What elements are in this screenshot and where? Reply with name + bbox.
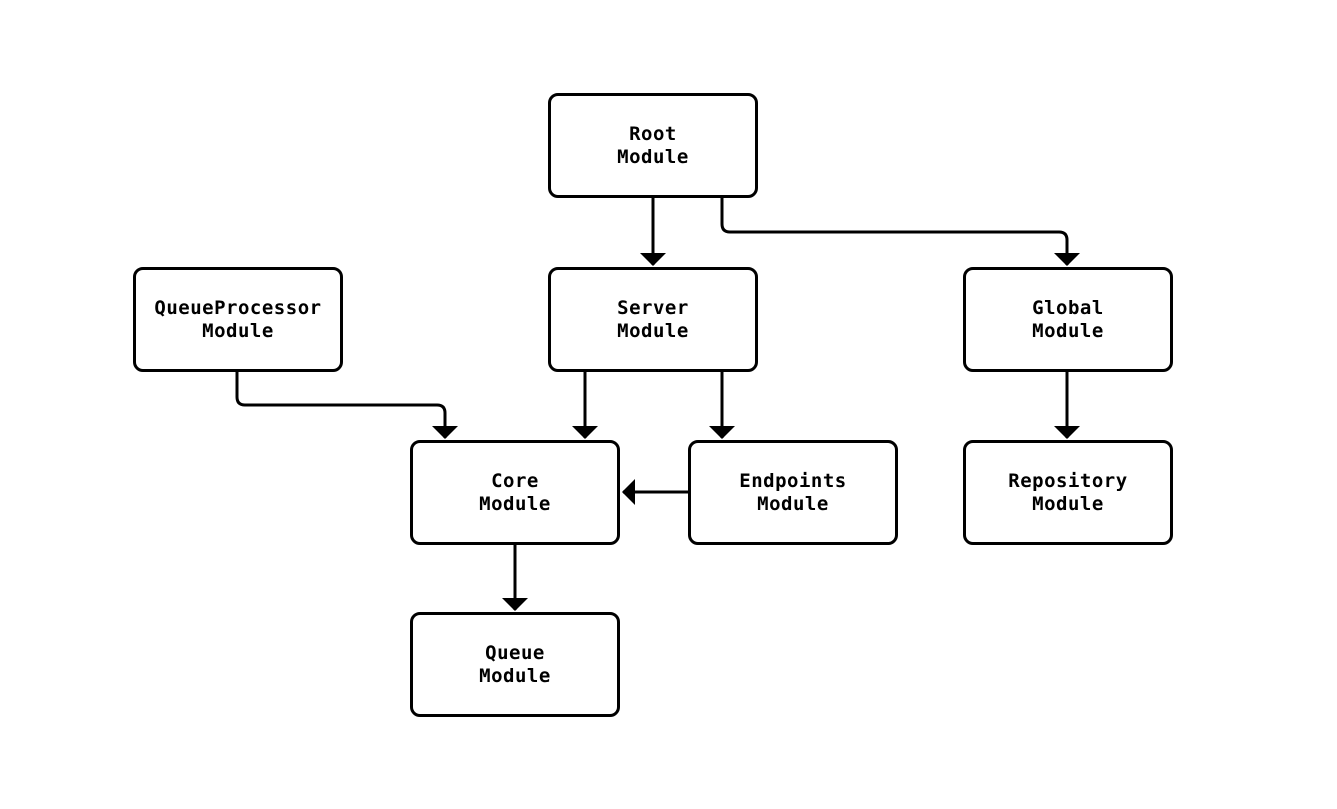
node-label: Endpoints Module — [739, 469, 847, 515]
node-root-module: Root Module — [548, 93, 758, 198]
node-label: Server Module — [617, 296, 689, 342]
node-label: Global Module — [1032, 296, 1104, 342]
edge-queueprocessor-to-core — [235, 371, 458, 439]
node-label: QueueProcessor Module — [154, 296, 322, 342]
node-server-module: Server Module — [548, 267, 758, 372]
node-endpoints-module: Endpoints Module — [688, 440, 898, 545]
node-label: Queue Module — [479, 641, 551, 687]
node-queueprocessor-module: QueueProcessor Module — [133, 267, 343, 372]
node-label: Root Module — [617, 122, 689, 168]
node-global-module: Global Module — [963, 267, 1173, 372]
node-queue-module: Queue Module — [410, 612, 620, 717]
node-label: Core Module — [479, 469, 551, 515]
edge-root-to-global — [720, 197, 1080, 266]
node-label: Repository Module — [1008, 469, 1128, 515]
node-core-module: Core Module — [410, 440, 620, 545]
node-repository-module: Repository Module — [963, 440, 1173, 545]
